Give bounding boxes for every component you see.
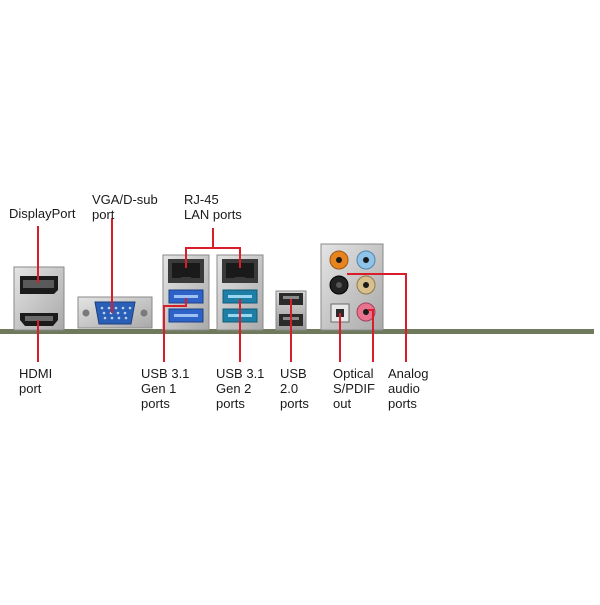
label-displayport: DisplayPort xyxy=(9,206,76,221)
callout-analog xyxy=(347,273,407,362)
lan-usb-gen1-block xyxy=(162,254,210,331)
callout-lines xyxy=(37,218,407,362)
vga-connector xyxy=(77,296,153,329)
callout-rj45 xyxy=(185,228,241,268)
label-vga: VGA/D-sub port xyxy=(92,192,158,222)
audio-block xyxy=(320,243,384,331)
label-rj45: RJ-45 LAN ports xyxy=(184,192,242,222)
label-hdmi: HDMI port xyxy=(19,366,53,396)
callout-usb31-gen1 xyxy=(163,298,187,362)
label-usb31-gen2: USB 3.1 Gen 2 ports xyxy=(216,366,265,411)
label-analog: Analog audio ports xyxy=(388,366,429,411)
displayport-hdmi-stack xyxy=(13,266,65,331)
label-optical: Optical S/PDIF out xyxy=(333,366,375,411)
label-usb20: USB 2.0 ports xyxy=(280,366,309,411)
label-usb31-gen1: USB 3.1 Gen 1 ports xyxy=(141,366,190,411)
pcb-edge xyxy=(0,329,594,334)
